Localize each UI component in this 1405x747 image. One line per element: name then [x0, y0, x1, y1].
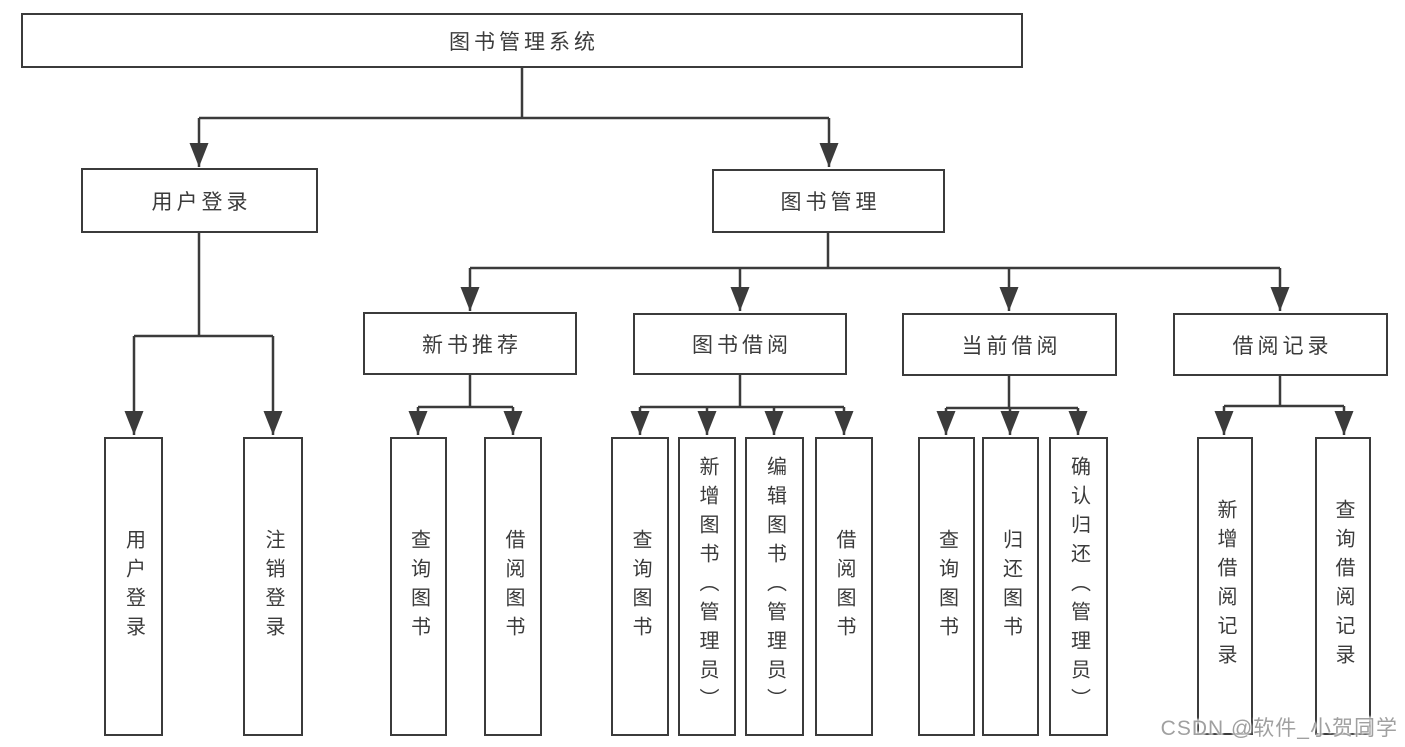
- node-new-book-recommend: 新书推荐: [363, 312, 577, 375]
- leaf-user-login: 用户登录: [104, 437, 163, 736]
- leaf-confirm-return-admin: 确认归还（管理员）: [1049, 437, 1108, 736]
- node-library-management-system: 图书管理系统: [21, 13, 1023, 68]
- leaf-query-books-recommend: 查询图书: [390, 437, 447, 736]
- node-current-borrow: 当前借阅: [902, 313, 1117, 376]
- leaf-borrow-books-recommend: 借阅图书: [484, 437, 542, 736]
- node-book-management: 图书管理: [712, 169, 945, 233]
- leaf-query-books-current: 查询图书: [918, 437, 975, 736]
- leaf-add-borrow-record: 新增借阅记录: [1197, 437, 1253, 735]
- leaf-query-books-borrow: 查询图书: [611, 437, 669, 736]
- watermark-text: CSDN @软件_小贺同学: [1160, 717, 1398, 740]
- leaf-logout-login: 注销登录: [243, 437, 303, 736]
- leaf-borrow-books: 借阅图书: [815, 437, 873, 736]
- node-book-borrow: 图书借阅: [633, 313, 847, 375]
- node-borrow-records: 借阅记录: [1173, 313, 1388, 376]
- leaf-edit-book-admin: 编辑图书（管理员）: [745, 437, 804, 736]
- node-user-login: 用户登录: [81, 168, 318, 233]
- leaf-add-book-admin: 新增图书（管理员）: [678, 437, 736, 736]
- leaf-query-borrow-record: 查询借阅记录: [1315, 437, 1371, 735]
- leaf-return-book: 归还图书: [982, 437, 1039, 736]
